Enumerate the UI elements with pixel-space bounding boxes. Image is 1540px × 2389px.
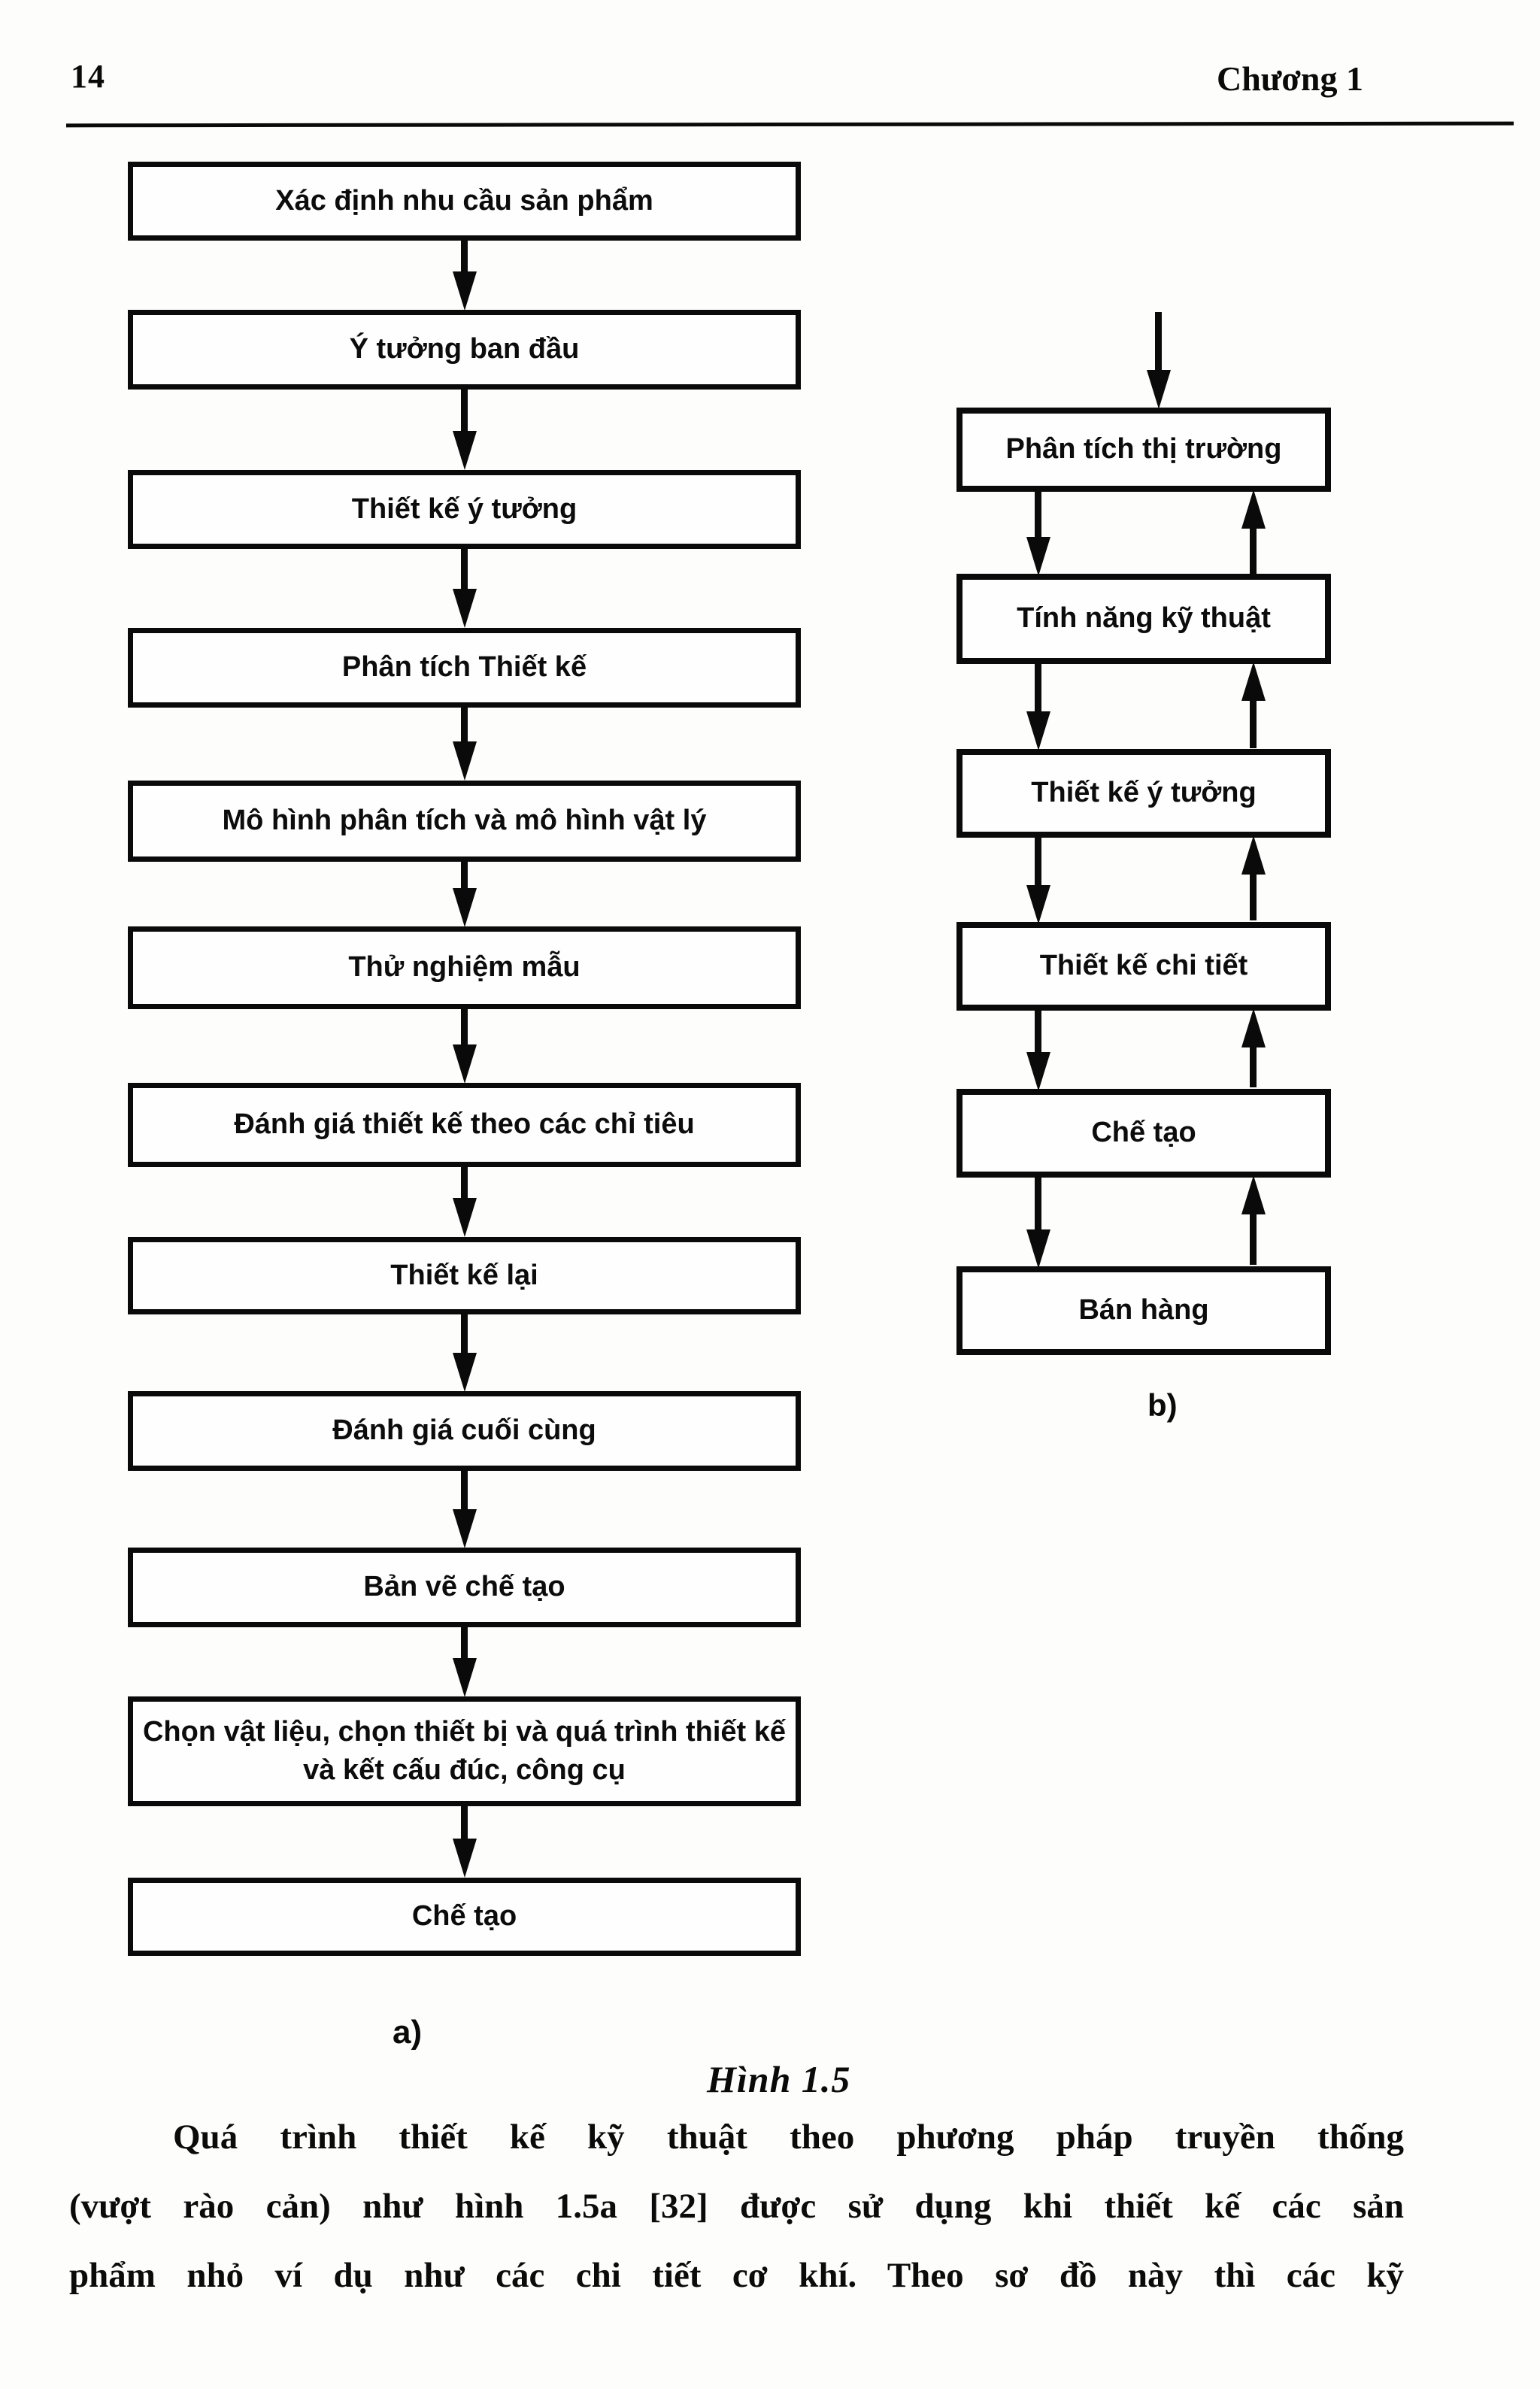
flow-a-box-10: Bản vẽ chế tạo	[128, 1548, 801, 1627]
figure-caption: Hình 1.5	[707, 2058, 851, 2100]
flow-a-box-10-label: Bản vẽ chế tạo	[363, 1571, 565, 1603]
up-arrow	[1250, 699, 1257, 748]
flow-a-box-12: Chế tạo	[128, 1878, 801, 1956]
flow-b-box-4: Thiết kế chi tiết	[956, 922, 1331, 1011]
flow-a-box-2-label: Ý tưởng ban đầu	[349, 333, 580, 365]
down-arrow	[1035, 836, 1041, 887]
down-arrow	[461, 860, 468, 890]
down-arrow	[1035, 662, 1041, 714]
flow-a-box-8-label: Thiết kế lại	[390, 1259, 538, 1291]
flow-a-box-3-label: Thiết kế ý tưởng	[351, 493, 578, 525]
flow-b-box-1: Phân tích thị trường	[956, 408, 1331, 492]
figure-label-b: b)	[1147, 1387, 1178, 1423]
down-arrow	[1035, 1176, 1041, 1232]
flow-a-box-1-label: Xác định nhu cầu sản phẩm	[275, 184, 653, 217]
down-arrow	[1035, 1009, 1041, 1054]
flow-b-box-3: Thiết kế ý tưởng	[956, 749, 1331, 838]
down-arrow	[461, 1008, 468, 1047]
flow-a-box-9-label: Đánh giá cuối cùng	[332, 1414, 596, 1447]
entry-down-arrow	[1155, 312, 1162, 372]
flow-a-box-4: Phân tích Thiết kế	[128, 628, 801, 708]
flow-a-box-3: Thiết kế ý tưởng	[128, 470, 801, 549]
flow-b-box-4-label: Thiết kế chi tiết	[1039, 950, 1248, 982]
page-number: 14	[71, 58, 105, 95]
up-arrow	[1250, 872, 1257, 920]
body-line: (vượt rào cản) như hình 1.5a [32] được s…	[69, 2187, 1404, 2226]
up-arrow	[1250, 1212, 1257, 1265]
flow-a-box-7: Đánh giá thiết kế theo các chỉ tiêu	[128, 1083, 801, 1167]
flow-a-box-2: Ý tưởng ban đầu	[128, 310, 801, 390]
down-arrow	[461, 1626, 468, 1660]
body-paragraph: Quá trình thiết kế kỹ thuật theo phương …	[69, 2103, 1404, 2310]
flow-b-box-2: Tính năng kỹ thuật	[956, 574, 1331, 664]
flow-a-box-5: Mô hình phân tích và mô hình vật lý	[128, 781, 801, 862]
down-arrow	[461, 1469, 468, 1511]
body-line: phẩm nhỏ ví dụ như các chi tiết cơ khí. …	[69, 2256, 1404, 2295]
flow-a-box-6: Thử nghiệm mẫu	[128, 926, 801, 1009]
body-line: Quá trình thiết kế kỹ thuật theo phương …	[173, 2118, 1404, 2157]
flow-a-box-4-label: Phân tích Thiết kế	[341, 651, 587, 684]
flow-a-box-5-label: Mô hình phân tích và mô hình vật lý	[222, 805, 707, 837]
flow-a-box-1: Xác định nhu cầu sản phẩm	[128, 162, 801, 241]
down-arrow	[461, 547, 468, 591]
down-arrow	[461, 1166, 468, 1200]
flow-a-box-11-label: Chọn vật liệu, chọn thiết bị và quá trìn…	[142, 1715, 787, 1786]
flow-a-box-9: Đánh giá cuối cùng	[128, 1391, 801, 1471]
flow-b-box-6: Bán hàng	[956, 1266, 1331, 1355]
down-arrow	[461, 706, 468, 744]
flow-b-box-1-label: Phân tích thị trường	[1005, 433, 1282, 465]
flow-b-box-3-label: Thiết kế ý tưởng	[1031, 777, 1257, 809]
down-arrow	[461, 239, 468, 274]
header-rule	[65, 121, 1514, 128]
flow-a-box-7-label: Đánh giá thiết kế theo các chỉ tiêu	[234, 1108, 695, 1141]
flow-b-box-5-label: Chế tạo	[1091, 1117, 1196, 1149]
down-arrow	[461, 1313, 468, 1355]
down-arrow	[461, 1803, 468, 1841]
flow-a-box-11: Chọn vật liệu, chọn thiết bị và quá trìn…	[128, 1696, 801, 1806]
down-arrow	[1035, 490, 1041, 539]
up-arrow	[1250, 1045, 1257, 1087]
chapter-header: Chương 1	[1217, 59, 1363, 98]
flow-a-box-8: Thiết kế lại	[128, 1237, 801, 1314]
flow-b-box-2-label: Tính năng kỹ thuật	[1017, 602, 1271, 635]
down-arrow	[461, 388, 468, 433]
up-arrow	[1250, 526, 1257, 574]
figure-label-a: a)	[393, 2014, 423, 2051]
flow-a-box-12-label: Chế tạo	[411, 1900, 517, 1933]
flow-a-box-6-label: Thử nghiệm mẫu	[348, 951, 581, 984]
flow-b-box-6-label: Bán hàng	[1078, 1294, 1209, 1326]
flow-b-box-5: Chế tạo	[956, 1089, 1331, 1178]
